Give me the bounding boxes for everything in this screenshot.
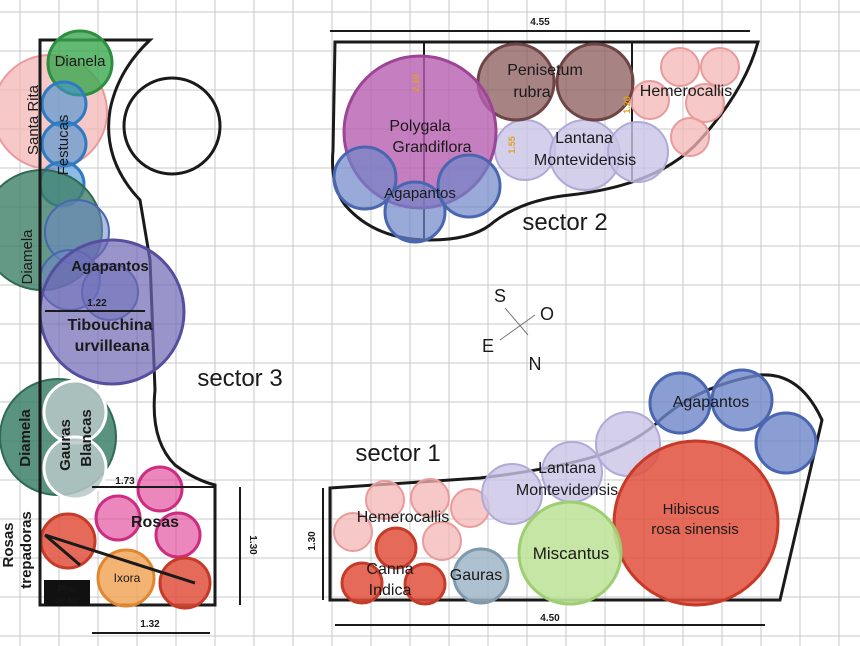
sector-3-outline bbox=[38, 38, 217, 607]
label-agapantos-s1: Agapantos bbox=[673, 394, 750, 411]
label-gauras: Gauras bbox=[450, 567, 502, 584]
plant-agapantos-s1-1 bbox=[648, 371, 712, 435]
label-tibouchina-1: Tibouchina bbox=[67, 317, 152, 334]
plant-agapantos-s1-2 bbox=[710, 368, 774, 432]
dim-s3-mid: 1.22 bbox=[87, 298, 107, 309]
dim-s2-b: 1.55 bbox=[507, 136, 517, 154]
label-gauras-blancas-2: Blancas bbox=[78, 409, 95, 467]
label-penisetum-2: rubra bbox=[513, 84, 550, 101]
label-hemerocallis-s2: Hemerocallis bbox=[640, 83, 732, 100]
label-hibiscus-2: rosa sinensis bbox=[651, 521, 739, 538]
label-agapantos-s3: Agapantos bbox=[71, 258, 149, 275]
sector-3-label: sector 3 bbox=[197, 365, 282, 392]
plant-lantana-s2-1 bbox=[494, 119, 556, 181]
label-ixora: Ixora bbox=[114, 571, 141, 585]
label-penisetum-1: Penisetum bbox=[507, 62, 583, 79]
plant-gaura-blanca-1 bbox=[42, 379, 108, 445]
plant-hemerocallis-s1-5 bbox=[422, 521, 462, 561]
label-lantana-s1-2: Montevidensis bbox=[516, 482, 618, 499]
compass-o: O bbox=[540, 304, 554, 324]
label-festucas: Festucas bbox=[55, 115, 72, 176]
plant-rosa-trepadora-2 bbox=[158, 556, 212, 610]
sector-2: 4.55 2.10 1.55 1.20 Polygala Grandiflora… bbox=[330, 17, 760, 244]
label-gauras-blancas-1: Gauras bbox=[57, 419, 74, 471]
sector-1: sector 1 Agapantos Lantana Montevidensis… bbox=[307, 368, 824, 626]
dim-s1-bottom: 4.50 bbox=[540, 613, 560, 624]
plant-hemerocallis-s1-2 bbox=[410, 478, 450, 518]
sector-3: Dianela Santa Rita Festucas Diamela Agap… bbox=[0, 29, 283, 634]
plant-hemerocallis-s1-1 bbox=[365, 480, 405, 520]
plant-canna-1 bbox=[374, 526, 418, 570]
plant-lantana-s2-3 bbox=[607, 121, 669, 183]
empty-circle bbox=[122, 76, 222, 176]
plant-agapantos-s1-3 bbox=[754, 411, 818, 475]
compass: S O E N bbox=[482, 286, 554, 374]
plant-hemerocallis-s2-2 bbox=[700, 47, 740, 87]
label-santa-rita: Santa Rita bbox=[25, 84, 42, 155]
plant-agapantos-s2-2 bbox=[383, 180, 447, 244]
plant-hibiscus bbox=[612, 439, 780, 607]
plant-hemerocallis-s2-4 bbox=[685, 83, 725, 123]
label-hibiscus-1: Hibiscus bbox=[663, 501, 720, 518]
dim-s3-box: 1.73 bbox=[115, 476, 135, 487]
label-polygala-1: Polygala bbox=[389, 118, 450, 135]
plant-gaura-blanca-2 bbox=[42, 435, 108, 501]
compass-n: N bbox=[529, 354, 542, 374]
dim-s2-c: 1.20 bbox=[622, 96, 632, 114]
label-canna-2: Indica bbox=[369, 582, 412, 599]
label-rosas-trepadoras-1: Rosas bbox=[0, 522, 17, 567]
plant-agapantos-s2-1 bbox=[332, 145, 398, 211]
dim-s2-top: 4.55 bbox=[530, 17, 550, 28]
dim-s3-bottom: 1.32 bbox=[140, 619, 160, 630]
plant-canna-3 bbox=[403, 562, 447, 606]
label-lantana-s1-1: Lantana bbox=[538, 460, 596, 477]
plant-hemerocallis-s1-4 bbox=[333, 512, 373, 552]
climbing-line-1 bbox=[44, 533, 196, 585]
plant-gauras bbox=[452, 547, 510, 605]
sector-1-label: sector 1 bbox=[355, 440, 440, 467]
sector-2-label: sector 2 bbox=[522, 209, 607, 236]
plant-hemerocallis-s2-5 bbox=[670, 117, 710, 157]
label-rosas-trepadoras-2: trepadoras bbox=[18, 511, 35, 589]
label-tibouchina-2: urvilleana bbox=[75, 338, 150, 355]
compass-line-2 bbox=[499, 314, 536, 341]
compass-e: E bbox=[482, 336, 494, 356]
label-canna-1: Canna bbox=[366, 561, 413, 578]
plant-rosa-2 bbox=[94, 494, 142, 542]
compass-s: S bbox=[494, 286, 506, 306]
label-polygala-2: Grandiflora bbox=[392, 139, 471, 156]
label-rosas: Rosas bbox=[131, 514, 179, 531]
label-lantana-s2-2: Montevidensis bbox=[534, 152, 636, 169]
compass-line-1 bbox=[504, 307, 529, 336]
plant-miscantus bbox=[517, 500, 623, 606]
label-pilar-1: Pilar bbox=[58, 584, 76, 594]
dim-s1-left: 1.30 bbox=[307, 531, 318, 551]
plant-agapantos-s2-3 bbox=[436, 153, 502, 219]
label-dianela: Dianela bbox=[55, 53, 107, 70]
plant-penisetum-2 bbox=[555, 42, 635, 122]
plant-lantana-s1-1 bbox=[481, 463, 543, 525]
plant-rosa-1 bbox=[136, 465, 184, 513]
plant-rosa-3 bbox=[154, 511, 202, 559]
label-pilar-2: de luz bbox=[55, 595, 80, 605]
label-miscantus: Miscantus bbox=[533, 544, 610, 563]
label-diamela-bottom: Diamela bbox=[17, 409, 34, 467]
plant-canna-2 bbox=[340, 561, 384, 605]
plant-hemerocallis-s2-3 bbox=[630, 80, 670, 120]
pilar-de-luz bbox=[44, 580, 90, 606]
plant-hemerocallis-s2-1 bbox=[660, 47, 700, 87]
dim-s2-a: 2.10 bbox=[411, 74, 421, 92]
label-hemerocallis-s1: Hemerocallis bbox=[357, 509, 449, 526]
label-diamela-top: Diamela bbox=[19, 229, 36, 285]
dim-s3-right: 1.30 bbox=[247, 535, 258, 555]
climbing-line-2 bbox=[44, 533, 81, 567]
label-lantana-s2-1: Lantana bbox=[555, 130, 613, 147]
label-agapantos-s2: Agapantos bbox=[384, 185, 456, 202]
